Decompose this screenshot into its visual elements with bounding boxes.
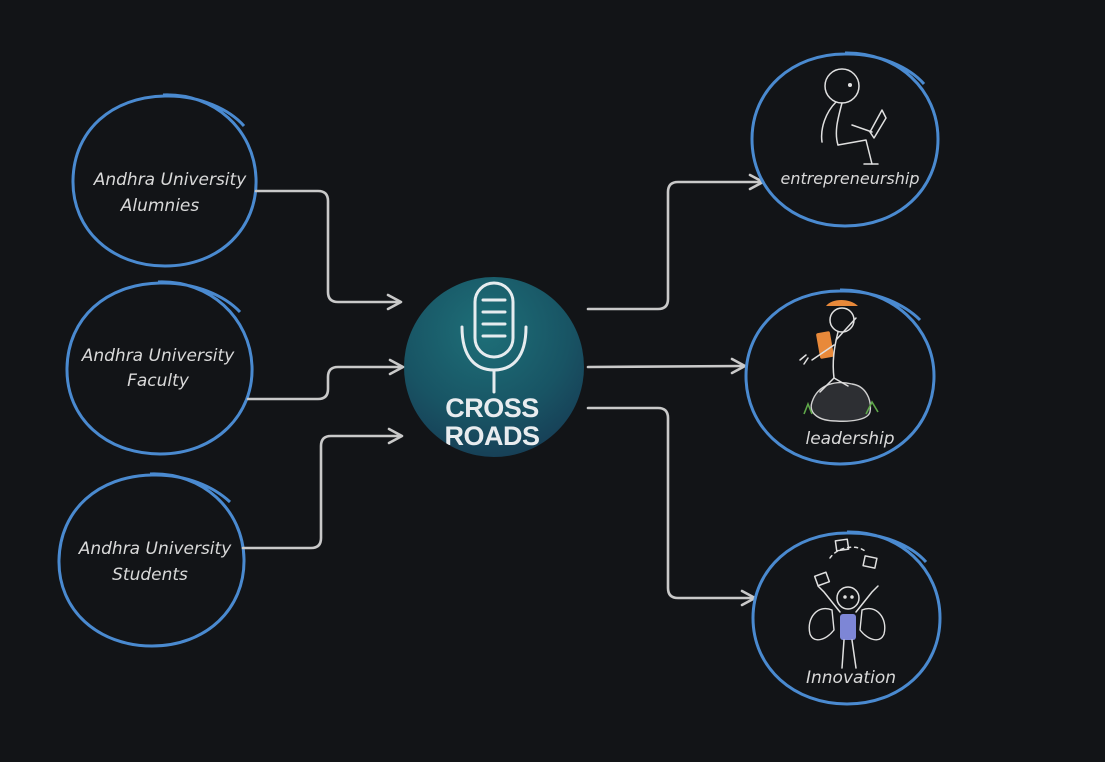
arrow-faculty-to-hub [246, 358, 405, 401]
source-node-faculty[interactable]: Andhra University Faculty [65, 280, 254, 456]
outcome-node-leadership[interactable]: leadership [744, 288, 936, 466]
arrow-students-to-hub [241, 427, 404, 550]
outcome-label-entrepreneurship: entrepreneurship [780, 169, 919, 188]
source-label-faculty-line2: Faculty [127, 371, 190, 391]
arrow-hub-to-leadership [586, 357, 747, 375]
outcome-node-entrepreneurship[interactable]: entrepreneurship [750, 51, 940, 228]
source-label-alumni-line1: Andhra University [93, 170, 247, 190]
source-label-students-line1: Andhra University [78, 539, 232, 559]
source-label-faculty-line1: Andhra University [81, 346, 235, 366]
hub-disc [404, 277, 584, 457]
hub-title-line2: ROADS [444, 421, 539, 451]
explorer-on-rock-icon [799, 300, 879, 422]
arrow-hub-to-entrepreneurship [586, 173, 765, 311]
arrow-alumni-to-hub [254, 189, 403, 311]
source-node-alumni[interactable]: Andhra University Alumnies [71, 93, 258, 268]
source-node-students[interactable]: Andhra University Students [57, 472, 246, 648]
arrow-hub-to-innovation [586, 406, 757, 607]
hub-crossroads-logo[interactable]: CROSS ROADS [404, 277, 584, 457]
source-label-alumni-line2: Alumnies [120, 196, 200, 216]
outcome-node-innovation[interactable]: Innovation [751, 530, 942, 706]
source-label-students-line2: Students [112, 565, 188, 585]
hub-title-line1: CROSS [445, 393, 539, 423]
juggling-angel-icon [808, 538, 886, 669]
microphone-icon [460, 281, 528, 394]
outcome-label-innovation: Innovation [806, 668, 896, 688]
outcome-label-leadership: leadership [806, 429, 895, 449]
person-with-laptop-icon [820, 68, 887, 165]
